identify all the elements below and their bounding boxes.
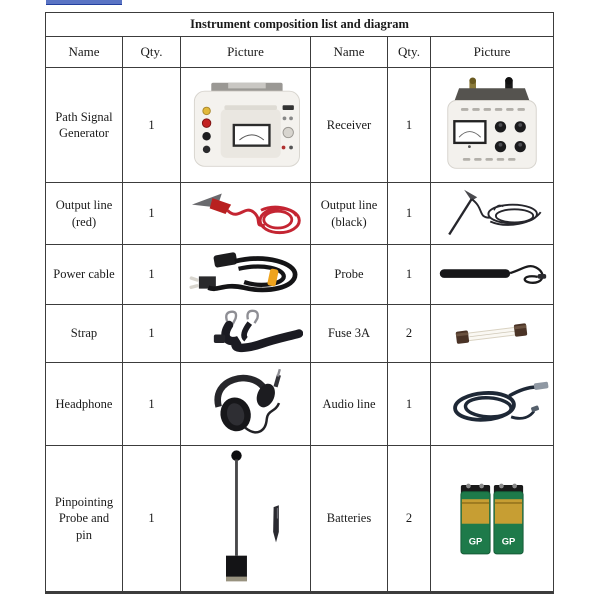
output-line-red-image xyxy=(191,192,301,234)
table-row: Headphone 1 Audio line 1 xyxy=(45,362,555,446)
item-name: Audio line xyxy=(310,362,388,446)
column-header-picture-left: Picture xyxy=(180,36,311,68)
item-picture-cell xyxy=(429,244,555,305)
svg-text:GP: GP xyxy=(502,535,516,546)
item-name: Strap xyxy=(45,304,123,363)
strap-image xyxy=(213,309,303,352)
column-header-qty-left: Qty. xyxy=(122,36,181,68)
column-header-name-left: Name xyxy=(45,36,123,68)
item-picture-cell xyxy=(429,182,555,245)
table-row: Power cable 1 Probe 1 xyxy=(45,244,555,305)
pinpointing-probe-image xyxy=(225,449,279,581)
item-qty: 2 xyxy=(387,304,431,363)
top-link-fragment[interactable] xyxy=(46,0,122,5)
column-header-picture-right: Picture xyxy=(429,36,555,68)
fuse-image xyxy=(455,322,528,344)
item-name: Output line (black) xyxy=(310,182,388,245)
item-name: Pinpointing Probe and pin xyxy=(45,445,123,593)
item-name: Power cable xyxy=(45,244,123,305)
item-name: Batteries xyxy=(310,445,388,593)
column-header-qty-right: Qty. xyxy=(387,36,431,68)
item-picture-cell xyxy=(180,362,311,446)
item-qty: 1 xyxy=(122,445,181,593)
item-picture-cell xyxy=(180,445,311,593)
header-row: Name Qty. Picture Name Qty. Picture xyxy=(45,36,555,68)
table-title: Instrument composition list and diagram xyxy=(44,12,555,37)
output-line-black-image xyxy=(448,189,542,235)
item-picture-cell xyxy=(429,304,555,363)
item-qty: 1 xyxy=(122,304,181,363)
item-name: Probe xyxy=(310,244,388,305)
item-name: Path Signal Generator xyxy=(45,67,123,183)
table-row: Path Signal Generator 1 xyxy=(45,67,555,183)
item-qty: 2 xyxy=(387,445,431,593)
receiver-image xyxy=(447,77,537,169)
column-header-name-right: Name xyxy=(310,36,388,68)
table-row: Pinpointing Probe and pin 1 Batteries 2 xyxy=(45,445,555,593)
probe-image xyxy=(439,264,547,284)
item-name: Receiver xyxy=(310,67,388,183)
item-picture-cell xyxy=(180,244,311,305)
item-name: Fuse 3A xyxy=(310,304,388,363)
item-picture-cell xyxy=(180,67,311,183)
table-row: Output line (red) 1 Output line (black) … xyxy=(45,182,555,245)
item-picture-cell: GP GP xyxy=(429,445,555,593)
item-picture-cell xyxy=(429,362,555,446)
power-cable-image xyxy=(189,251,298,292)
composition-table: Instrument composition list and diagram … xyxy=(44,12,555,594)
item-qty: 1 xyxy=(122,67,181,183)
headphone-image xyxy=(213,368,281,434)
batteries-image: GP GP xyxy=(460,483,524,554)
item-name: Output line (red) xyxy=(45,182,123,245)
item-picture-cell xyxy=(180,304,311,363)
item-qty: 1 xyxy=(387,244,431,305)
item-picture-cell xyxy=(180,182,311,245)
item-qty: 1 xyxy=(387,67,431,183)
svg-text:GP: GP xyxy=(469,535,483,546)
item-picture-cell xyxy=(429,67,555,183)
table-title-row: Instrument composition list and diagram xyxy=(44,12,555,37)
item-qty: 1 xyxy=(122,244,181,305)
item-qty: 1 xyxy=(122,182,181,245)
item-name: Headphone xyxy=(45,362,123,446)
table-row: Strap 1 Fuse 3A 2 xyxy=(45,304,555,363)
item-qty: 1 xyxy=(122,362,181,446)
item-qty: 1 xyxy=(387,182,431,245)
item-qty: 1 xyxy=(387,362,431,446)
path-signal-generator-image xyxy=(193,82,300,167)
audio-line-image xyxy=(453,381,549,422)
